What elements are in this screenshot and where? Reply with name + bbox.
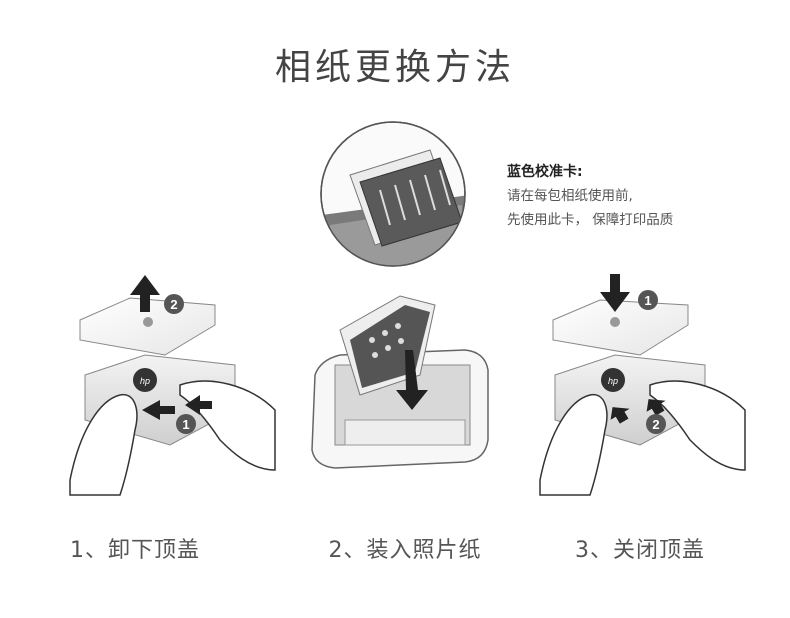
step-3-label: 3、关闭顶盖 <box>530 532 750 564</box>
calibration-card-zoom-illustration <box>321 122 470 290</box>
left-hand <box>540 395 607 495</box>
step-2-illustration <box>312 296 488 468</box>
step-3-badge-1: 1 <box>644 293 651 308</box>
step-1-badge-2: 2 <box>170 297 177 312</box>
left-hand <box>70 395 137 495</box>
hp-logo-icon <box>143 317 153 327</box>
step-2-label: 2、装入照片纸 <box>295 532 515 564</box>
step-3-illustration: 1 hp 2 <box>540 274 745 495</box>
step-1-badge-1: 1 <box>182 417 189 432</box>
step-3-badge-2: 2 <box>652 417 659 432</box>
hp-logo-text: hp <box>140 376 150 386</box>
top-cover <box>553 300 688 355</box>
step-1-label: 1、卸下顶盖 <box>25 532 245 564</box>
step-1-illustration: 2 hp 1 <box>70 275 275 495</box>
hp-logo-text-3: hp <box>608 376 618 386</box>
